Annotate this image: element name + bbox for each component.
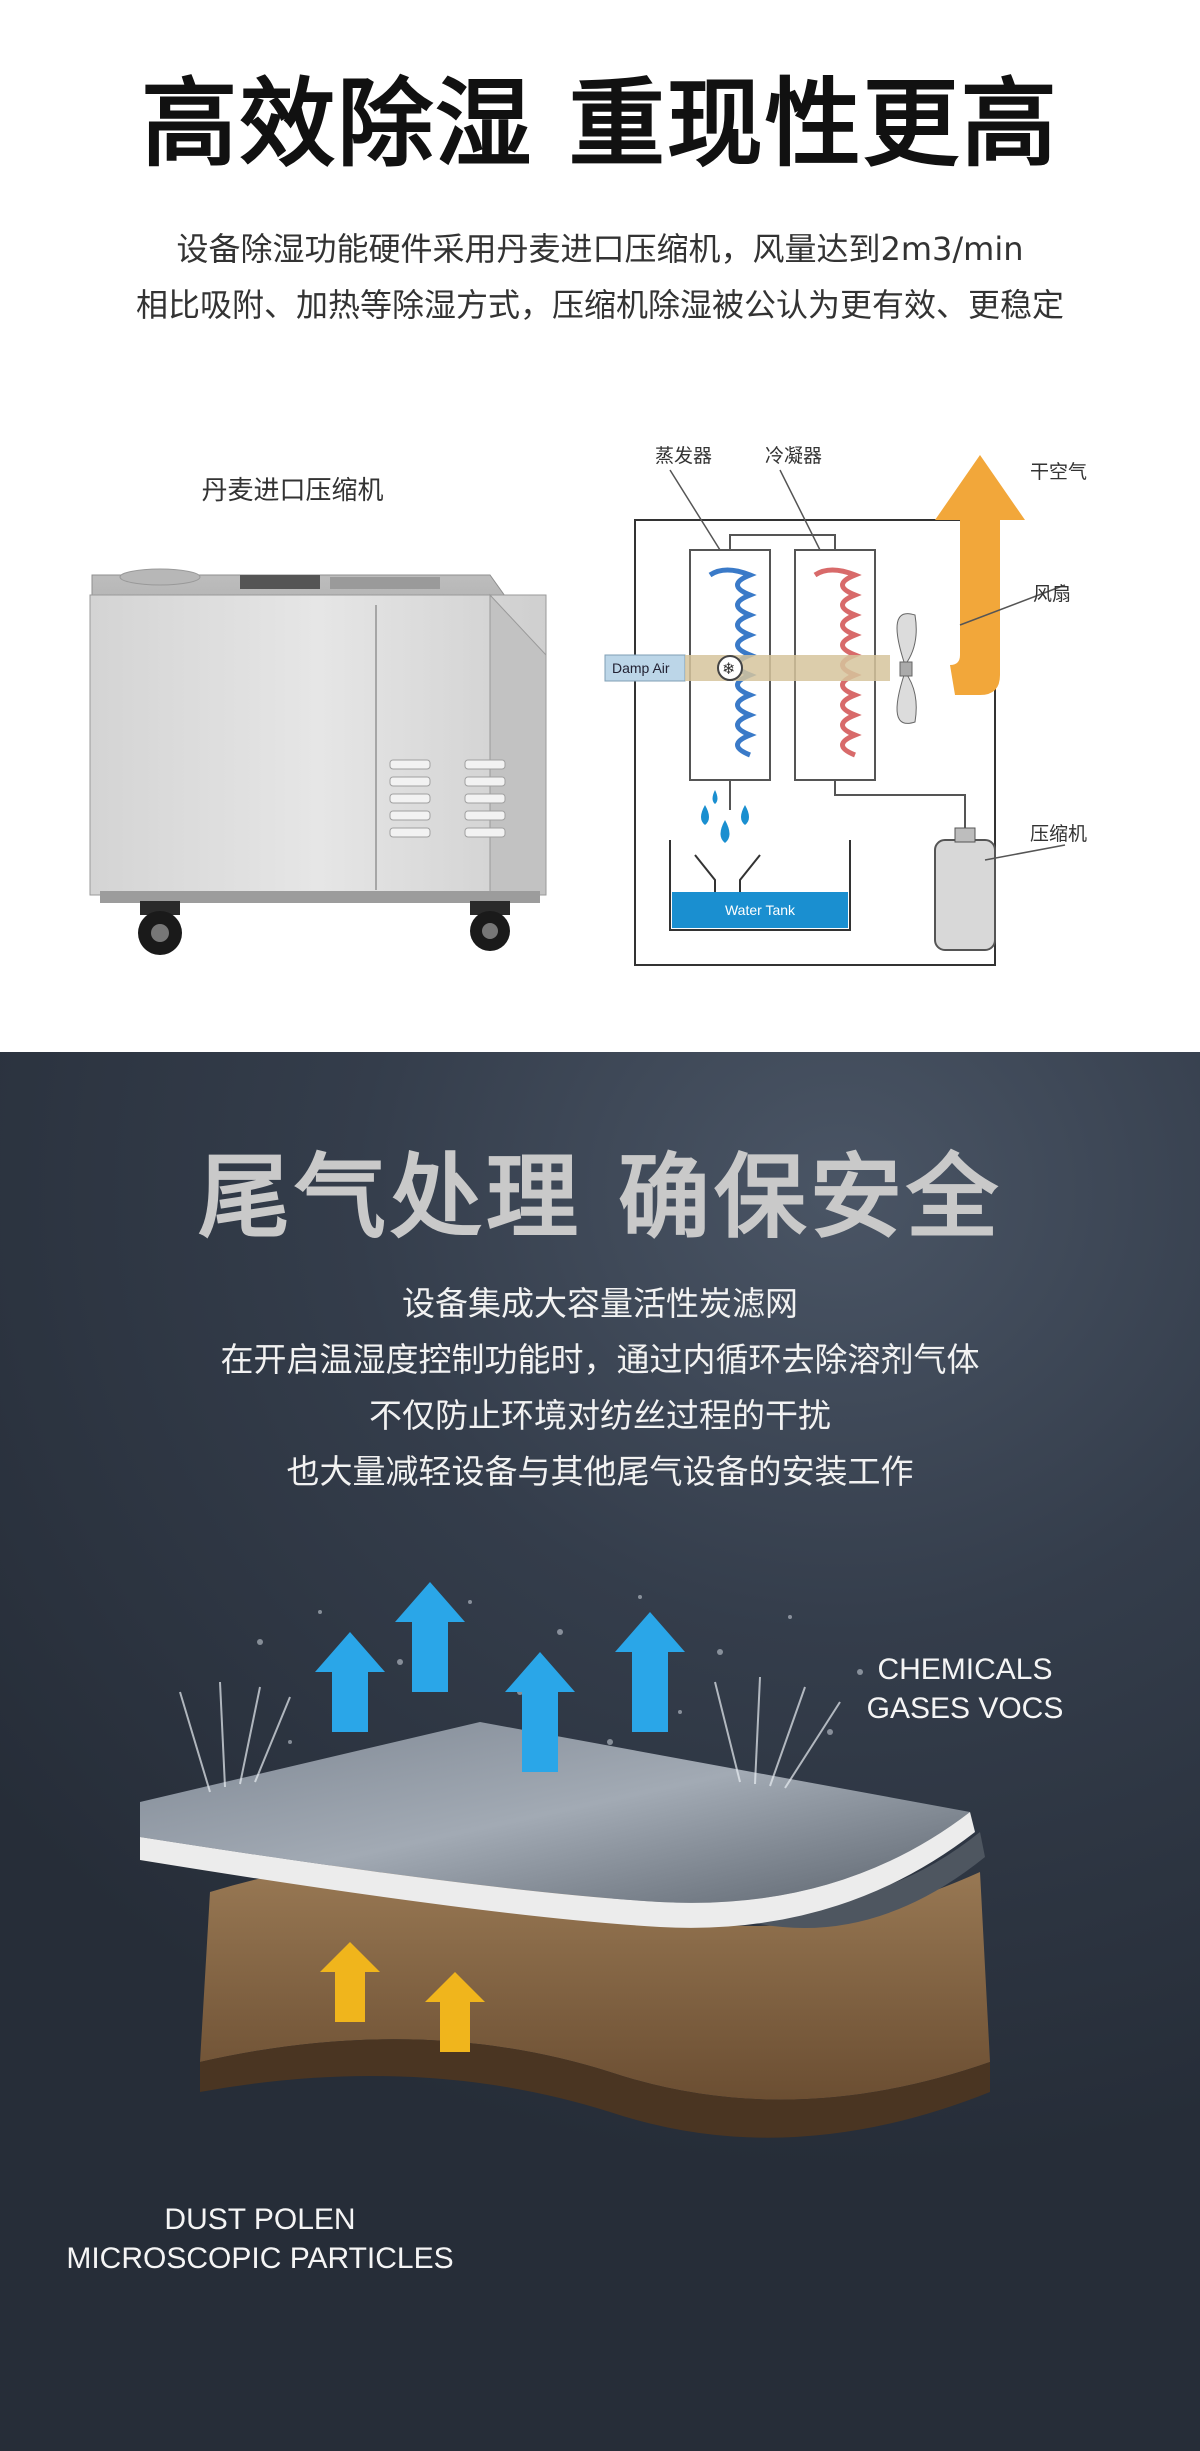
chemicals-label-line1: CHEMICALS (877, 1653, 1053, 1686)
dust-label: DUST POLEN MICROSCOPIC PARTICLES (50, 2200, 470, 2278)
dry-air-label: 干空气 (1030, 461, 1087, 483)
chemicals-label-line2: GASES VOCS (866, 1692, 1064, 1725)
condenser-label: 冷凝器 (765, 445, 822, 467)
dry-air-arrow-icon (935, 455, 1025, 695)
section-subtitle-line2: 相比吸附、加热等除湿方式，压缩机除湿被公认为更有效、更稳定 (135, 286, 1064, 324)
upper-membrane (140, 1722, 970, 1903)
fan-label: 风扇 (1033, 583, 1071, 605)
dehumidification-diagram: Damp Air ❄ Water Tank 蒸发器 冷凝器 (604, 445, 1087, 966)
dust-label-line1: DUST POLEN (164, 2203, 356, 2236)
dehumidifier-machine-image (89, 568, 547, 955)
section-line1: 设备集成大容量活性炭滤网 (402, 1284, 798, 1323)
section-title: 高效除湿 重现性更高 (141, 68, 1059, 180)
dehumidify-section: 高效除湿 重现性更高 设备除湿功能硬件采用丹麦进口压缩机，风量达到2m3/min… (0, 0, 1200, 1052)
dust-label-line2: MICROSCOPIC PARTICLES (66, 2242, 454, 2275)
up-arrow-yellow-icon (320, 1942, 485, 2052)
compressor-label: 压缩机 (1030, 823, 1087, 845)
damp-air-label: Damp Air (612, 660, 670, 676)
section-line2: 在开启温湿度控制功能时，通过内循环去除溶剂气体 (220, 1340, 980, 1379)
snowflake-icon: ❄ (722, 659, 735, 678)
water-drops-icon (701, 790, 749, 843)
evaporator-label: 蒸发器 (655, 445, 712, 467)
exhaust-section: 尾气处理 确保安全 设备集成大容量活性炭滤网 在开启温湿度控制功能时，通过内循环… (0, 1052, 1200, 2451)
section-line3: 不仅防止环境对纺丝过程的干扰 (369, 1396, 831, 1435)
section-line4: 也大量减轻设备与其他尾气设备的安装工作 (286, 1452, 914, 1491)
filter-layers-image (140, 1582, 990, 2138)
up-arrow-blue-icon (315, 1582, 685, 1772)
chemicals-label: CHEMICALS GASES VOCS (820, 1650, 1110, 1728)
water-tank-fill (672, 892, 848, 928)
compressor-shape (934, 839, 996, 951)
soil-layer (200, 1859, 990, 2100)
section-title: 尾气处理 确保安全 (197, 1144, 1003, 1251)
compressor-caption: 丹麦进口压缩机 (201, 476, 384, 506)
section-subtitle-line1: 设备除湿功能硬件采用丹麦进口压缩机，风量达到2m3/min (176, 230, 1024, 268)
water-tank-label: Water Tank (725, 902, 796, 918)
